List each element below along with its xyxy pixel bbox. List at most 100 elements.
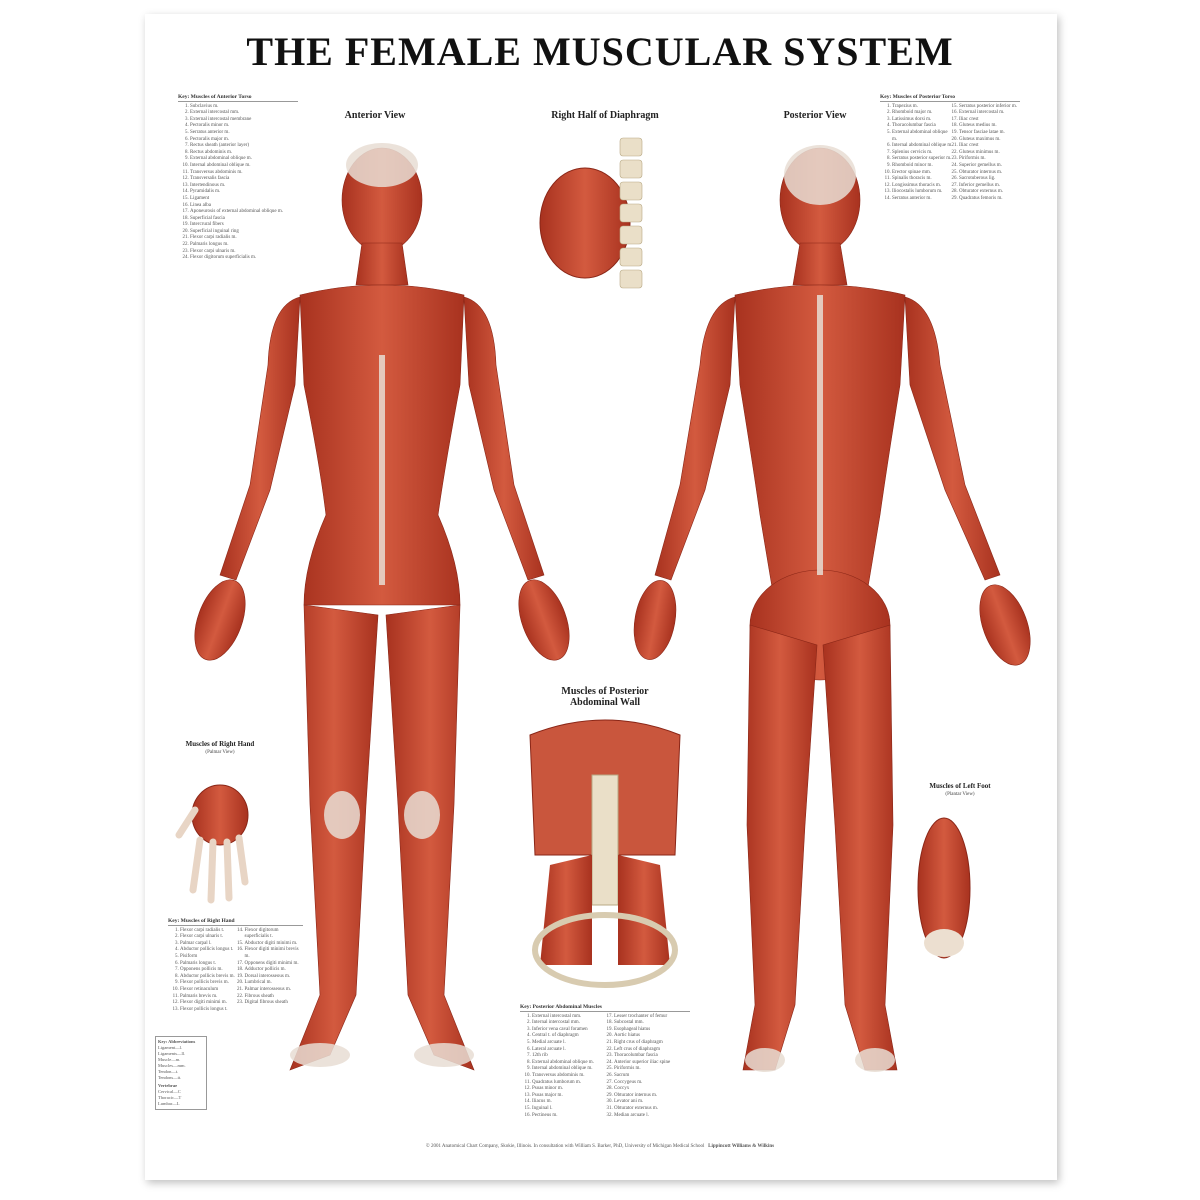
key-item: Pectoralis minor m.: [190, 123, 298, 130]
left-foot-illustration: [917, 817, 971, 959]
key-item: Abductor pollicis longus t.: [180, 947, 239, 954]
right-hand-illustration: [175, 784, 249, 904]
key-item: Flexor carpi radialis t.: [180, 928, 239, 935]
neck: [355, 242, 409, 286]
key-item: Trapezius m.: [892, 104, 953, 111]
key-item: Inferior vena caval foramen: [532, 1027, 608, 1034]
key-item: Serratus posterior superior m.: [892, 156, 953, 163]
sole: [917, 817, 971, 959]
key-title: Key: Posterior Abdominal Muscles: [520, 1004, 690, 1012]
key-item: Adductor pollicis m.: [245, 967, 304, 974]
posterior-figure: [633, 145, 1031, 1072]
key-item: Flexor retinaculum: [180, 987, 239, 994]
left-leg: [385, 604, 475, 1071]
key-item: Digital fibrous sheath: [245, 1000, 304, 1007]
key-item: Central t. of diaphragm: [532, 1033, 608, 1040]
key-item: Flexor digitorum superficialis t.: [245, 928, 304, 941]
key-item: Sacrum: [614, 1073, 690, 1080]
key-item: Coccyx: [614, 1086, 690, 1093]
key-item: Pisiform: [180, 954, 239, 961]
right-hand: [979, 584, 1031, 666]
abbr-item: Ligament—l.: [158, 1045, 183, 1050]
key-item: Gluteus maximus m.: [959, 137, 1020, 144]
key-item: Serratus anterior m.: [892, 196, 953, 203]
spine: [817, 295, 823, 575]
right-arm: [904, 296, 1001, 581]
key-item: Pyramidalis m.: [190, 189, 298, 196]
key-item: Superior gemellus m.: [959, 163, 1020, 170]
key-item: Spinalis thoracis m.: [892, 176, 953, 183]
key-item: Abductor digiti minimi m.: [245, 941, 304, 948]
left-foot: [414, 1043, 474, 1067]
left-foot-heading: Muscles of Left Foot: [929, 782, 991, 790]
posterior-view-heading: Posterior View: [783, 110, 847, 121]
publisher-logo: Lippincott Williams & Wilkins: [708, 1144, 775, 1149]
right-knee: [324, 791, 360, 839]
abbr-item: Muscles—mm.: [158, 1063, 186, 1068]
key-title: Key: Muscles of Posterior Torso: [880, 94, 1020, 102]
key-item: Medial arcuate l.: [532, 1040, 608, 1047]
key-item: Subcostal mm.: [614, 1020, 690, 1027]
abbr-item: Muscle—m.: [158, 1057, 181, 1062]
lumbar-spine: [591, 774, 619, 906]
abdominal-wall-heading: Muscles of Posterior Abdominal Wall: [561, 686, 649, 708]
linea-alba: [379, 355, 385, 585]
key-item: Tensor fasciae latae m.: [959, 130, 1020, 137]
key-item: Erector spinae mm.: [892, 170, 953, 177]
key-item: Latissimus dorsi m.: [892, 117, 953, 124]
key-item: Obturator internus m.: [614, 1093, 690, 1100]
key-title: Key: Muscles of Right Hand: [168, 918, 303, 926]
key-item: Splenius cervicis m.: [892, 150, 953, 157]
abbr-item: Ligaments—ll.: [158, 1051, 186, 1056]
key-item: External abdominal oblique m.: [892, 130, 953, 143]
key-item: Thoracolumbar fascia: [892, 123, 953, 130]
key-item: Median arcuate l.: [614, 1113, 690, 1120]
key-anterior-torso: Key: Muscles of Anterior Torso Subclaviu…: [178, 94, 298, 262]
right-foot: [290, 1043, 350, 1067]
key-abbreviations: Key: Abbreviations Ligament—l.Ligaments—…: [155, 1036, 207, 1110]
key-item: Right crus of diaphragm: [614, 1040, 690, 1047]
key-item: Pectineus m.: [532, 1113, 608, 1120]
key-item: Pectoralis major m.: [190, 137, 298, 144]
diaphragm-dome: [539, 167, 631, 279]
key-title: Key: Muscles of Anterior Torso: [178, 94, 298, 102]
poster-title: THE FEMALE MUSCULAR SYSTEM: [246, 29, 954, 74]
key-item: Aortic hiatus: [614, 1033, 690, 1040]
key-item: Flexor carpi ulnaris t.: [180, 934, 239, 941]
key-item: Aponeurosis of external abdominal obliqu…: [190, 209, 298, 216]
key-item: Fibrous sheath: [245, 994, 304, 1001]
vertebrae-title: Vertebrae: [158, 1083, 178, 1088]
pelvis: [532, 912, 678, 988]
key-item: Psoas minor m.: [532, 1086, 608, 1093]
key-item: Anterior superior iliac spine: [614, 1060, 690, 1067]
fingers: [175, 806, 249, 904]
heel: [924, 929, 964, 957]
key-item: Flexor digitorum superficialis m.: [190, 255, 298, 262]
key-item: Palmaris longus m.: [190, 242, 298, 249]
key-item: External abdominal oblique m.: [532, 1060, 608, 1067]
key-item: Superficial fascia: [190, 216, 298, 223]
right-leg: [822, 624, 898, 1071]
key-item: Obturator externus m.: [959, 189, 1020, 196]
left-arm: [463, 296, 545, 581]
key-item: Thoracolumbar fascia: [614, 1053, 690, 1060]
key-item: Esophageal hiatus: [614, 1027, 690, 1034]
key-item: Superficial inguinal ring: [190, 229, 298, 236]
key-item: External intercostal mm.: [532, 1014, 608, 1021]
key-item: Transversalis fascia: [190, 176, 298, 183]
key-item: Opponens digiti minimi m.: [245, 961, 304, 968]
key-item: Opponens pollicis m.: [180, 967, 239, 974]
diaphragm-illustration: [539, 137, 643, 289]
key-item: Internal abdominal oblique m.: [532, 1066, 608, 1073]
abbr-item: Tendons—tt.: [158, 1075, 182, 1080]
key-item: Iliac crest: [959, 117, 1020, 124]
key-item: Palmar interosseous m.: [245, 987, 304, 994]
key-item: Palmaris brevis m.: [180, 994, 239, 1001]
key-item: Rectus sheath (anterior layer): [190, 143, 298, 150]
key-item: Longissimus thoracis m.: [892, 183, 953, 190]
key-item: External intercostal m.: [959, 110, 1020, 117]
right-heel: [855, 1048, 895, 1072]
key-item: Internal abdominal oblique m.: [190, 163, 298, 170]
abdominal-wall-illustration: [529, 719, 681, 988]
right-hand: [194, 579, 246, 661]
